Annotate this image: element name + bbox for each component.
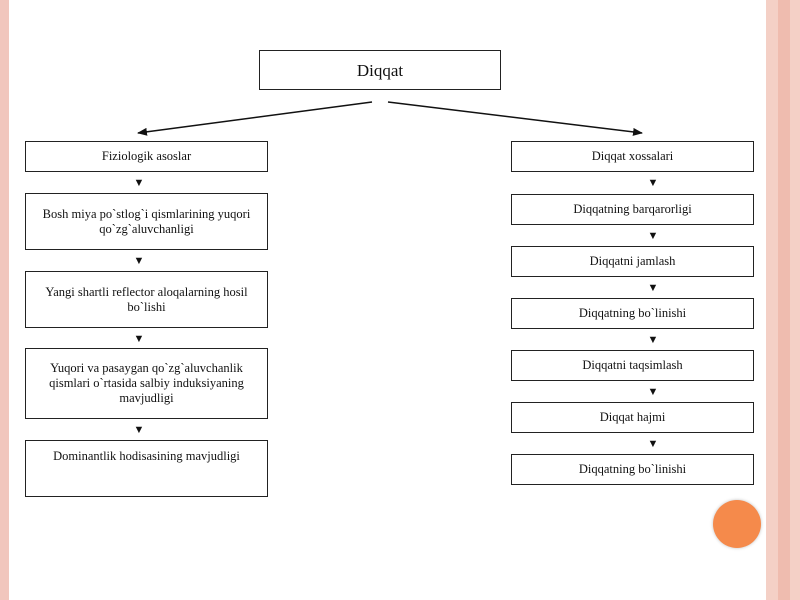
right-item-3: Diqqatning bo`linishi bbox=[511, 298, 754, 329]
down-arrow-icon: ▼ bbox=[647, 177, 659, 189]
right-item-4: Diqqatni taqsimlash bbox=[511, 350, 754, 381]
down-arrow-icon: ▼ bbox=[647, 230, 659, 242]
right-item-2: Diqqatni jamlash bbox=[511, 246, 754, 277]
title-box: Diqqat bbox=[259, 50, 501, 90]
left-item-4: Dominantlik hodisasining mavjudligi bbox=[25, 440, 268, 497]
right-heading-box: Diqqat xossalari bbox=[511, 141, 754, 172]
down-arrow-icon: ▼ bbox=[647, 334, 659, 346]
arrow-to-right-branch bbox=[387, 101, 643, 136]
down-arrow-icon: ▼ bbox=[133, 424, 145, 436]
down-arrow-icon: ▼ bbox=[647, 438, 659, 450]
orange-circle-decoration bbox=[713, 500, 761, 548]
right-item-1: Diqqatning barqarorligi bbox=[511, 194, 754, 225]
right-border-stripe bbox=[778, 0, 790, 600]
right-item-5: Diqqat hajmi bbox=[511, 402, 754, 433]
left-heading-box: Fiziologik asoslar bbox=[25, 141, 268, 172]
left-border-decoration bbox=[0, 0, 9, 600]
down-arrow-icon: ▼ bbox=[647, 282, 659, 294]
down-arrow-icon: ▼ bbox=[133, 333, 145, 345]
left-item-2: Yangi shartli reflector aloqalarning hos… bbox=[25, 271, 268, 328]
right-item-6: Diqqatning bo`linishi bbox=[511, 454, 754, 485]
arrow-to-left-branch bbox=[137, 101, 373, 136]
down-arrow-icon: ▼ bbox=[133, 177, 145, 189]
left-item-1: Bosh miya po`stlog`i qismlarining yuqori… bbox=[25, 193, 268, 250]
down-arrow-icon: ▼ bbox=[647, 386, 659, 398]
down-arrow-icon: ▼ bbox=[133, 255, 145, 267]
left-item-3: Yuqori va pasaygan qo`zg`aluvchanlik qis… bbox=[25, 348, 268, 419]
